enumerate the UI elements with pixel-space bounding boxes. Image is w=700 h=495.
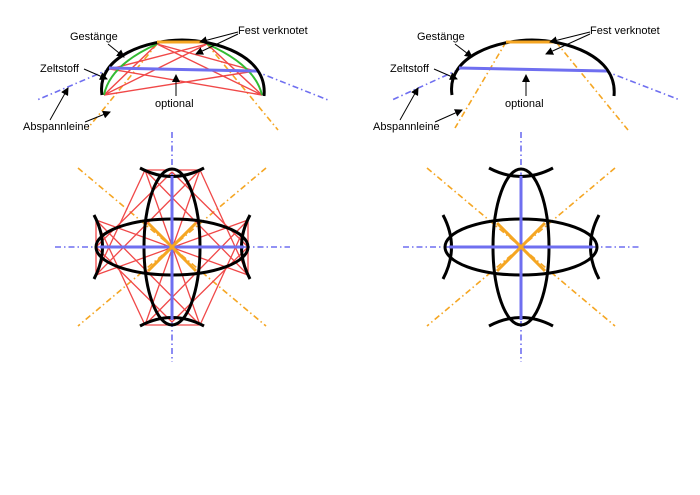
fixed-knot-line	[495, 221, 547, 273]
label-fixed-knot: Fest verknotet	[590, 25, 660, 37]
label-optional: optional	[155, 98, 194, 110]
arrow	[83, 68, 108, 80]
arrow	[49, 87, 69, 121]
label-optional: optional	[505, 98, 544, 110]
optional-line	[108, 66, 257, 73]
side-view-with-fabric: Gestänge Fest verknotet Zeltstoff option…	[23, 25, 329, 133]
pole-arc	[450, 38, 616, 97]
arrow	[399, 87, 419, 121]
optional-line	[458, 66, 607, 73]
arrow	[454, 43, 473, 58]
side-view-poles-only: Gestänge Fest verknotet Zeltstoff option…	[373, 25, 681, 133]
label-fabric: Zeltstoff	[390, 63, 430, 75]
fixed-knot-line	[146, 221, 198, 273]
label-pole: Gestänge	[417, 31, 465, 43]
label-guy-line: Abspannleine	[373, 121, 440, 133]
arrow	[84, 110, 111, 123]
label-guy-line: Abspannleine	[23, 121, 90, 133]
arrow	[434, 109, 463, 123]
arrow	[433, 68, 458, 80]
pole-arc	[100, 38, 266, 97]
optional-line-ext	[254, 70, 329, 101]
arrow	[107, 43, 125, 58]
arrow	[545, 33, 591, 55]
arrow	[199, 31, 239, 45]
guy-line	[454, 41, 507, 129]
label-fixed-knot: Fest verknotet	[238, 25, 308, 37]
guy-line	[555, 41, 629, 131]
arrow	[549, 31, 591, 45]
label-fabric: Zeltstoff	[40, 63, 80, 75]
label-pole: Gestänge	[70, 31, 118, 43]
top-view-with-fabric	[55, 132, 290, 362]
top-view-poles-only	[403, 132, 640, 362]
fabric-edge	[206, 43, 263, 96]
guy-line	[206, 43, 279, 131]
arrow	[195, 33, 239, 55]
optional-line-ext	[604, 70, 681, 101]
optional-line-ext	[391, 68, 461, 101]
